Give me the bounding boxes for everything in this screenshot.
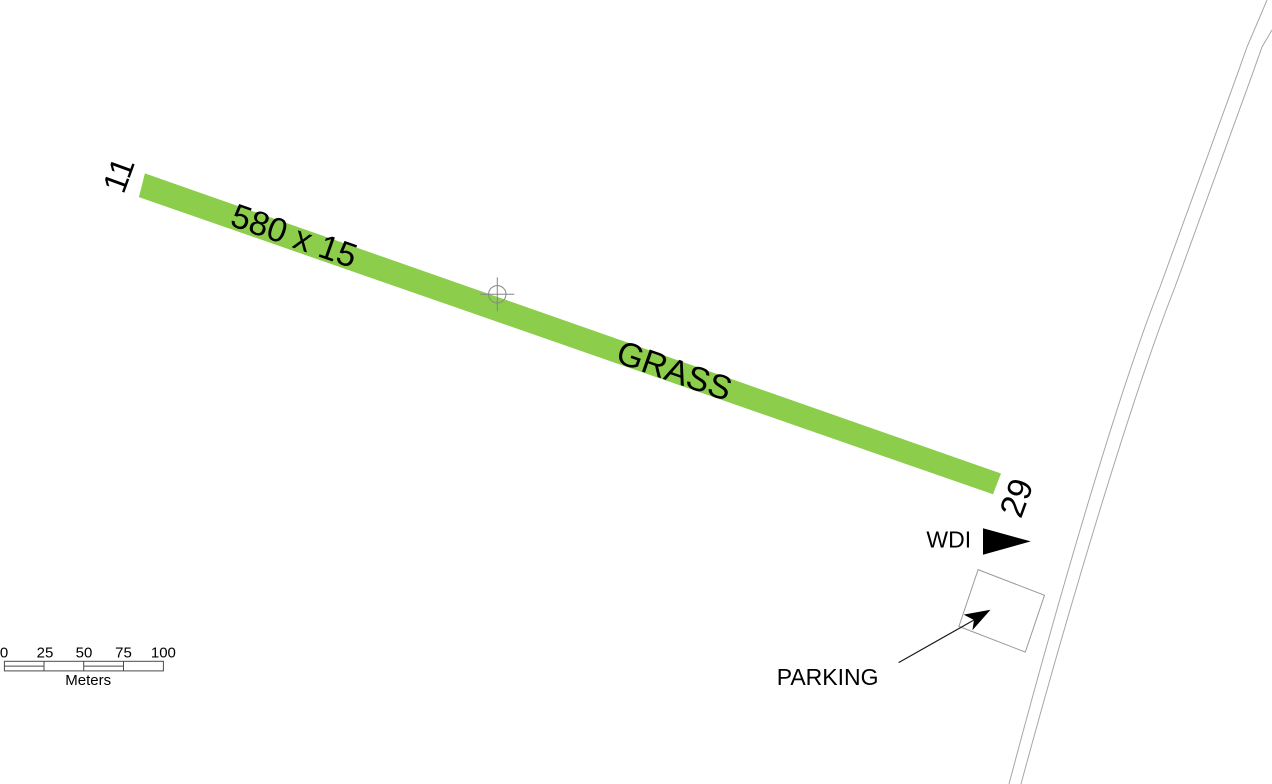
svg-text:100: 100 bbox=[151, 645, 176, 662]
svg-text:Meters: Meters bbox=[65, 672, 111, 689]
svg-text:PARKING: PARKING bbox=[777, 664, 879, 690]
svg-text:75: 75 bbox=[115, 645, 132, 662]
svg-text:WDI: WDI bbox=[926, 527, 971, 553]
svg-text:0: 0 bbox=[0, 645, 8, 662]
svg-text:50: 50 bbox=[76, 645, 93, 662]
svg-text:25: 25 bbox=[37, 645, 54, 662]
